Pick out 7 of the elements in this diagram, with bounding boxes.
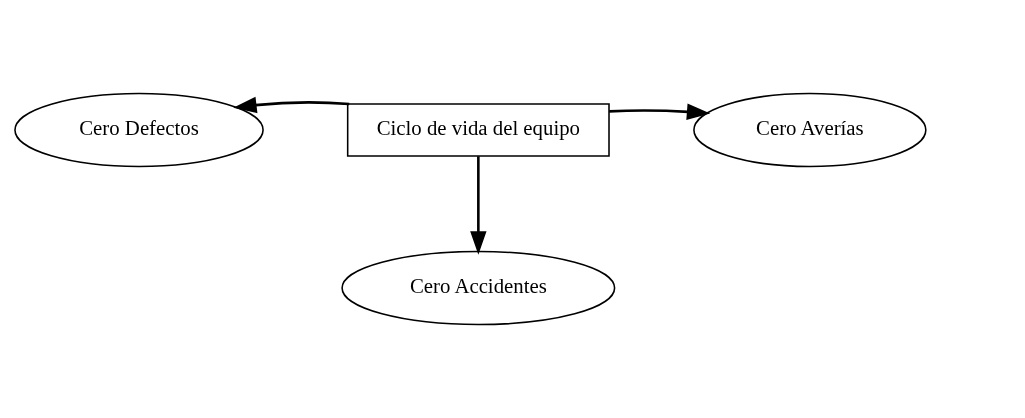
node-ellipse: Cero Accidentes [341, 250, 616, 326]
node-ellipse: Cero Averías [693, 92, 927, 168]
node-ellipse: Cero Defectos [14, 92, 264, 168]
arrow [609, 103, 711, 120]
arrow [470, 156, 487, 255]
node-box: Ciclo de vida del equipo [346, 103, 610, 157]
arrow [233, 96, 350, 114]
